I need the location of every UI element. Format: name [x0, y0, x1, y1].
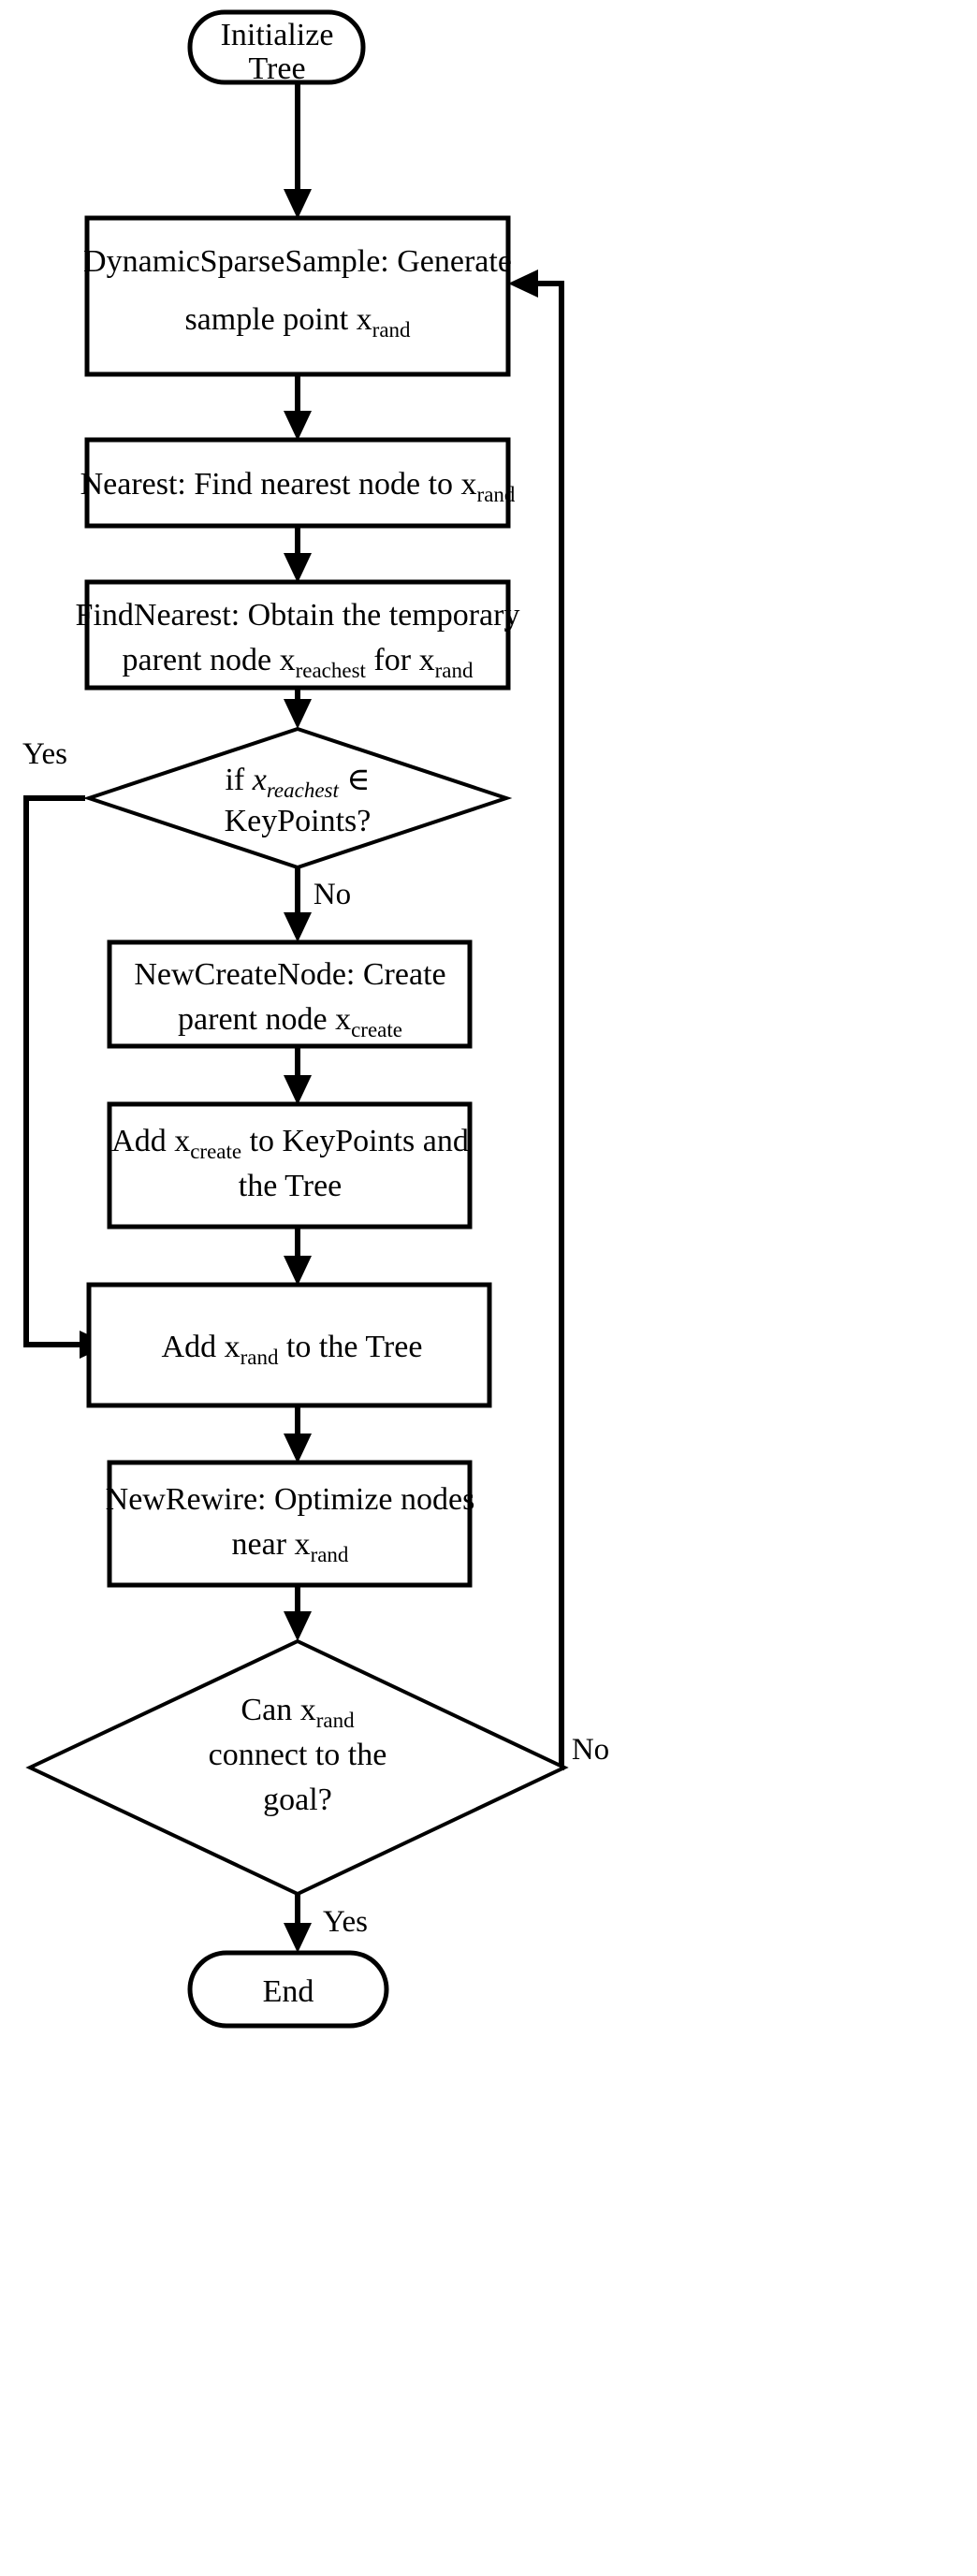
node-addcreate-shape[interactable] [107, 1101, 473, 1230]
node-newrewire-shape[interactable] [107, 1460, 473, 1588]
node-addrand-shape[interactable] [86, 1282, 492, 1408]
node-decision-keypoints-shape[interactable] [82, 726, 513, 870]
node-sample-label-line2: sample point xrand [184, 302, 411, 342]
node-sample-line2-sub: rand [372, 318, 411, 342]
edge-addcreate-to-addrand [284, 1227, 312, 1286]
edge-decision-yes-to-addrand [23, 795, 109, 1359]
node-decision-goal-shape[interactable] [25, 1638, 569, 1897]
node-newrewire-label-line1: NewRewire: Optimize nodes [106, 1482, 475, 1517]
node-addcreate-label-line1: Add xcreate to KeyPoints and [111, 1124, 469, 1163]
edge-nearest-to-findnearest [284, 526, 312, 583]
node-sample-shape[interactable] [84, 215, 511, 377]
node-newcreatenode-shape[interactable] [107, 939, 473, 1049]
decision-goal-pre: Can x [241, 1693, 315, 1727]
edge-start-to-sample [284, 82, 312, 219]
node-addcreate-label-line2: the Tree [239, 1169, 343, 1203]
edge-label-keypoints-no: No [314, 878, 351, 911]
node-start-shape[interactable] [187, 9, 366, 85]
node-newcreatenode-label-line1: NewCreateNode: Create [134, 957, 445, 992]
newcreate-line2-sub: create [351, 1018, 402, 1041]
edge-label-goal-yes: Yes [323, 1905, 368, 1939]
edge-findnearest-to-decision [284, 688, 312, 729]
node-decision-goal-label-line2: connect to the [209, 1738, 387, 1772]
decision-kp-post: ∈ [339, 763, 371, 797]
node-sample-line2-pre: sample point x [184, 302, 372, 337]
node-nearest-shape[interactable] [84, 437, 511, 529]
node-decision-goal-label-line1: Can xrand [241, 1693, 355, 1732]
addrand-post: to the Tree [278, 1330, 422, 1364]
node-findnearest-line2-sub: reachest [296, 659, 367, 682]
addrand-pre: Add x [162, 1330, 241, 1364]
addrand-sub: rand [241, 1346, 279, 1369]
decision-kp-sub: reachest [267, 779, 340, 802]
newcreate-line2-pre: parent node x [178, 1002, 351, 1037]
node-start-label-line2: Tree [248, 51, 305, 86]
node-findnearest-line2-post: for x [366, 643, 435, 677]
addcreate-sub: create [190, 1140, 241, 1163]
node-newcreatenode-label-line2: parent node xcreate [178, 1002, 402, 1041]
decision-kp-var: x [252, 763, 267, 797]
edge-sample-to-nearest [284, 374, 312, 441]
decision-kp-pre: if [225, 763, 252, 797]
node-newrewire-label-line2: near xrand [232, 1527, 349, 1566]
node-end-shape[interactable] [187, 1950, 389, 2029]
edge-label-keypoints-yes: Yes [22, 737, 67, 771]
node-decision-keypoints-label-line1: if xreachest ∈ [225, 763, 370, 802]
node-findnearest-line2-sub2: rand [435, 659, 474, 682]
edge-newrewire-to-decision-goal [284, 1585, 312, 1641]
node-end-label: End [263, 1974, 314, 2009]
node-nearest-pre: Nearest: Find nearest node to x [80, 467, 477, 502]
addcreate-post: to KeyPoints and [241, 1124, 469, 1158]
node-decision-goal-label-line3: goal? [263, 1783, 332, 1817]
decision-goal-sub: rand [316, 1709, 355, 1732]
node-decision-keypoints-label-line2: KeyPoints? [225, 804, 372, 838]
edge-label-goal-no: No [572, 1733, 609, 1767]
newrewire-line2-sub: rand [311, 1543, 349, 1566]
edge-decision-goal-yes-to-end [284, 1894, 312, 1953]
node-findnearest-shape[interactable] [84, 579, 511, 691]
newrewire-line2-pre: near x [232, 1527, 311, 1562]
node-findnearest-label-line2: parent node xreachest for xrand [123, 643, 474, 682]
node-addrand-label: Add xrand to the Tree [162, 1330, 423, 1369]
edge-addrand-to-newrewire [284, 1405, 312, 1463]
addcreate-pre: Add x [111, 1124, 190, 1158]
node-findnearest-line2-pre: parent node x [123, 643, 296, 677]
node-findnearest-label-line1: FindNearest: Obtain the temporary [76, 598, 520, 633]
node-sample-label-line1: DynamicSparseSample: Generate [83, 244, 512, 279]
edge-decision-no-to-newcreatenode [284, 867, 312, 942]
node-nearest-label: Nearest: Find nearest node to xrand [80, 467, 516, 506]
node-nearest-sub: rand [477, 483, 516, 506]
node-start-label-line1: Initialize [221, 18, 334, 52]
edge-newcreatenode-to-addcreate [284, 1046, 312, 1105]
